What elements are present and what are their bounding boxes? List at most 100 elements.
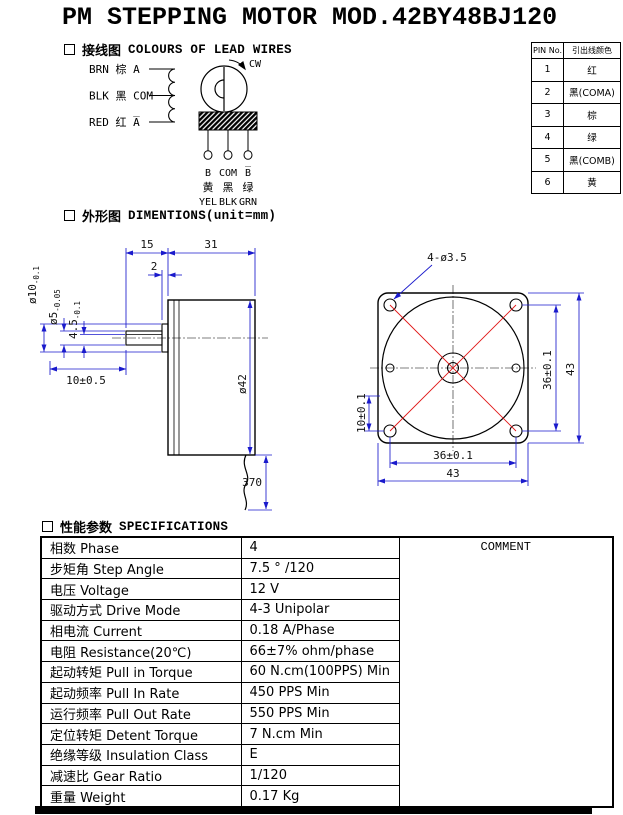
spec-param-cell: 绝缘等级 Insulation Class [40,743,242,766]
page-bottom-bar [35,806,592,814]
wiring-heading-cn: 接线图 [82,44,122,59]
spec-param-cell: 步矩角 Step Angle [40,557,242,580]
spec-value-cell: 60 N.cm(100PPS) Min [240,661,400,683]
spec-param-cell: 相数 Phase [40,536,242,559]
spec-value-cell: E [240,743,400,766]
dimension-drawings: 15 31 2 ø10-0.1 ø5-0.05 4.5-0.1 10±0.5 ø… [26,238,584,511]
terminal-wires [203,130,253,160]
side-view-dimensions [40,248,272,511]
phase-coil [149,68,176,123]
lead-label-a: BRN 棕 A [89,62,140,76]
pin-color: 绿 [563,125,621,149]
side-view-outline [112,299,268,511]
cw-arrow-icon [228,59,246,71]
pin-table-header-pin: PIN No. [531,42,564,59]
pin-number: 3 [531,103,564,127]
section-checkbox-icon [64,44,75,55]
spec-param-cell: 相电流 Current [40,619,242,642]
dim-shaft-ext: 10±0.5 [66,374,106,387]
dim-flange-height: 43 [564,363,577,376]
dim-body-diameter: ø42 [236,374,249,394]
dimensions-section-heading: 外形图 DIMENTIONS(unit=mm) [64,206,276,225]
dim-hole-spacing-h: 36±0.1 [433,449,473,462]
front-view-red-lines [389,304,517,432]
terminal-2-cn: 黑 [223,181,234,194]
spec-value-cell: 550 PPS Min [240,702,400,725]
terminal-1-name: B [205,168,211,179]
cw-label: CW [249,59,262,70]
pin-number: 4 [531,125,564,149]
spec-value-cell: 7.5 ° /120 [240,557,400,580]
spec-value-cell: 0.18 A/Phase [240,619,400,642]
pin-table-header-color: 引出线颜色 [563,42,621,59]
spec-param-cell: 定位转矩 Detent Torque [40,723,242,745]
terminal-3-en: GRN [239,197,257,208]
section-checkbox-icon [42,521,53,532]
dim-flange-width: 43 [446,467,459,480]
pin-color: 黄 [563,170,621,194]
front-view-dimensions [364,264,584,486]
spec-value-cell: 450 PPS Min [240,681,400,704]
wiring-diagram: BRN 棕 A BLK 黑 COM RED 红 A̅ CW B COM B̅ 黄… [89,59,262,208]
dim-shaft-d10: ø10-0.1 [26,266,41,304]
mounting-hole [383,298,397,312]
lead-wire [243,454,249,511]
pin-number: 1 [531,58,564,82]
dim-shaft-length: 15 [140,238,153,251]
pin-number: 6 [531,170,564,194]
spec-value-cell: 4 [240,536,400,559]
dimensions-heading-cn: 外形图 [82,210,122,225]
specs-heading-cn: 性能参数 [60,521,113,536]
wiring-heading-en: COLOURS OF LEAD WIRES [128,42,292,57]
pin-number: 5 [531,148,564,172]
wiring-section-heading: 接线图 COLOURS OF LEAD WIRES [64,40,292,59]
spec-param-cell: 电阻 Resistance(20℃) [40,640,242,663]
spec-param-cell: 重量 Weight [40,785,242,808]
dim-wire-length: 370 [242,476,262,489]
spec-value-cell: 0.17 Kg [240,785,400,808]
terminal-2-en: BLK [219,197,237,208]
pin-color: 红 [563,58,621,82]
dim-shaft-d5: ø5-0.05 [47,289,62,325]
specs-heading-en: SPECIFICATIONS [119,519,229,534]
spec-param-cell: 电压 Voltage [40,578,242,601]
dim-shaft-flat: 4.5-0.1 [67,301,82,339]
lead-label-com: BLK 黑 COM [89,90,153,103]
dim-offset-10: 10±0.1 [355,393,368,433]
spec-row: 相数 Phase 4 COMMENT [40,536,614,808]
lead-label-abar: RED 红 A̅ [89,116,140,129]
terminal-3-name: B̅ [245,166,252,179]
pin-color: 黑(COMB) [563,148,621,172]
spec-value-cell: 1/120 [240,764,400,787]
dim-step: 2 [151,260,158,273]
terminal-1-en: YEL [199,197,217,208]
spec-param-cell: 运行频率 Pull Out Rate [40,702,242,725]
spec-value-cell: 4-3 Unipolar [240,599,400,621]
spec-param-cell: 起动转矩 Pull in Torque [40,661,242,683]
spec-value-cell: 12 V [240,578,400,601]
spec-value-cell: 7 N.cm Min [240,723,400,745]
section-checkbox-icon [64,210,75,221]
pin-color: 棕 [563,103,621,127]
pin-number: 2 [531,80,564,104]
page-title: PM STEPPING MOTOR MOD.42BY48BJ120 [62,3,558,32]
terminal-1-cn: 黄 [203,180,214,194]
dim-hole-spacing-v: 36±0.1 [541,350,554,390]
dim-mounting-holes: 4-ø3.5 [427,251,467,264]
pin-table-header-row: PIN No. 引出线颜色 [531,42,621,59]
